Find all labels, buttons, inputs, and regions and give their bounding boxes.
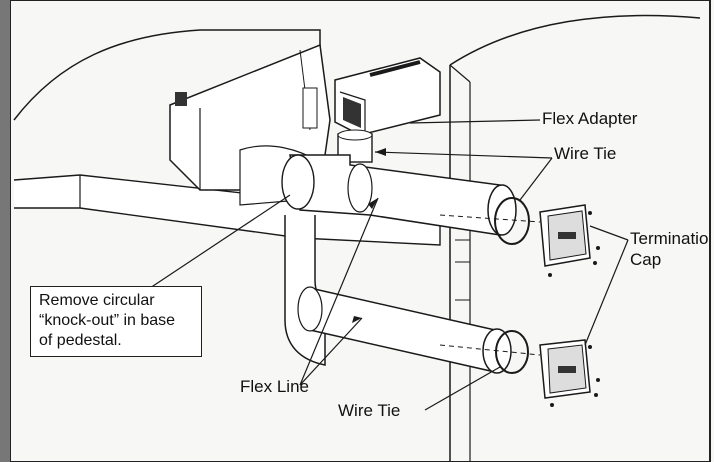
leader-wire-tie-top xyxy=(374,151,553,159)
leader-termination-cap-upper xyxy=(589,225,629,241)
blower-box xyxy=(334,57,441,136)
label-termination-cap-line1: Terminatio xyxy=(630,229,709,248)
arrow-flex-line-lower xyxy=(352,316,362,323)
appliance-knob xyxy=(175,92,187,106)
leader-flex-adapter xyxy=(409,119,541,124)
leader-lines xyxy=(149,119,629,411)
upper-pipe-centerline xyxy=(439,214,541,223)
lower-pipe-elbow xyxy=(297,286,323,332)
label-flex-line: Flex Line xyxy=(240,377,309,396)
appliance-switch xyxy=(302,87,318,129)
callout-line-1: Remove circular xyxy=(39,292,155,309)
upper-pipe-tee xyxy=(347,163,373,213)
blower-box-edge xyxy=(339,91,366,132)
upper-pipe-elbow-end xyxy=(281,154,315,210)
lower-termination-cap xyxy=(539,339,600,407)
blower-grille xyxy=(343,97,361,128)
upper-termination-cap xyxy=(539,204,600,277)
leader-flex-line-lower xyxy=(299,317,363,386)
arrow-wire-tie-top xyxy=(375,148,386,156)
label-termination-cap-line2: Cap xyxy=(630,250,662,269)
left-arch-outline xyxy=(13,29,321,121)
lower-pipe-centerline xyxy=(439,344,541,356)
right-arch-outline xyxy=(449,14,701,66)
knockout-callout-box: Remove circular “knock-out” in base of p… xyxy=(30,286,202,357)
label-wire-tie-bottom: Wire Tie xyxy=(338,401,401,420)
lower-wire-tie-ring xyxy=(495,330,529,374)
leader-wire-tie-bottom xyxy=(424,366,501,411)
arrow-flex-line-upper xyxy=(368,198,378,209)
callout-line-3: of pedestal. xyxy=(39,332,122,349)
leader-knockout xyxy=(149,194,291,289)
leader-flex-line-upper xyxy=(299,197,379,386)
label-flex-adapter: Flex Adapter xyxy=(542,109,638,128)
upper-pipe-end xyxy=(487,184,517,236)
leader-wire-tie-top-branch xyxy=(519,157,553,201)
wall-studs xyxy=(455,239,470,301)
leader-termination-cap-lower xyxy=(584,239,629,346)
left-edge-shadow xyxy=(0,0,10,462)
collar-top xyxy=(337,129,373,141)
blower-box-top-rail xyxy=(369,60,421,77)
callout-line-2: “knock-out” in base xyxy=(39,312,176,329)
upper-wire-tie-ring xyxy=(494,197,530,245)
label-wire-tie-top: Wire Tie xyxy=(554,144,617,163)
wall-top-bevel xyxy=(449,64,471,83)
